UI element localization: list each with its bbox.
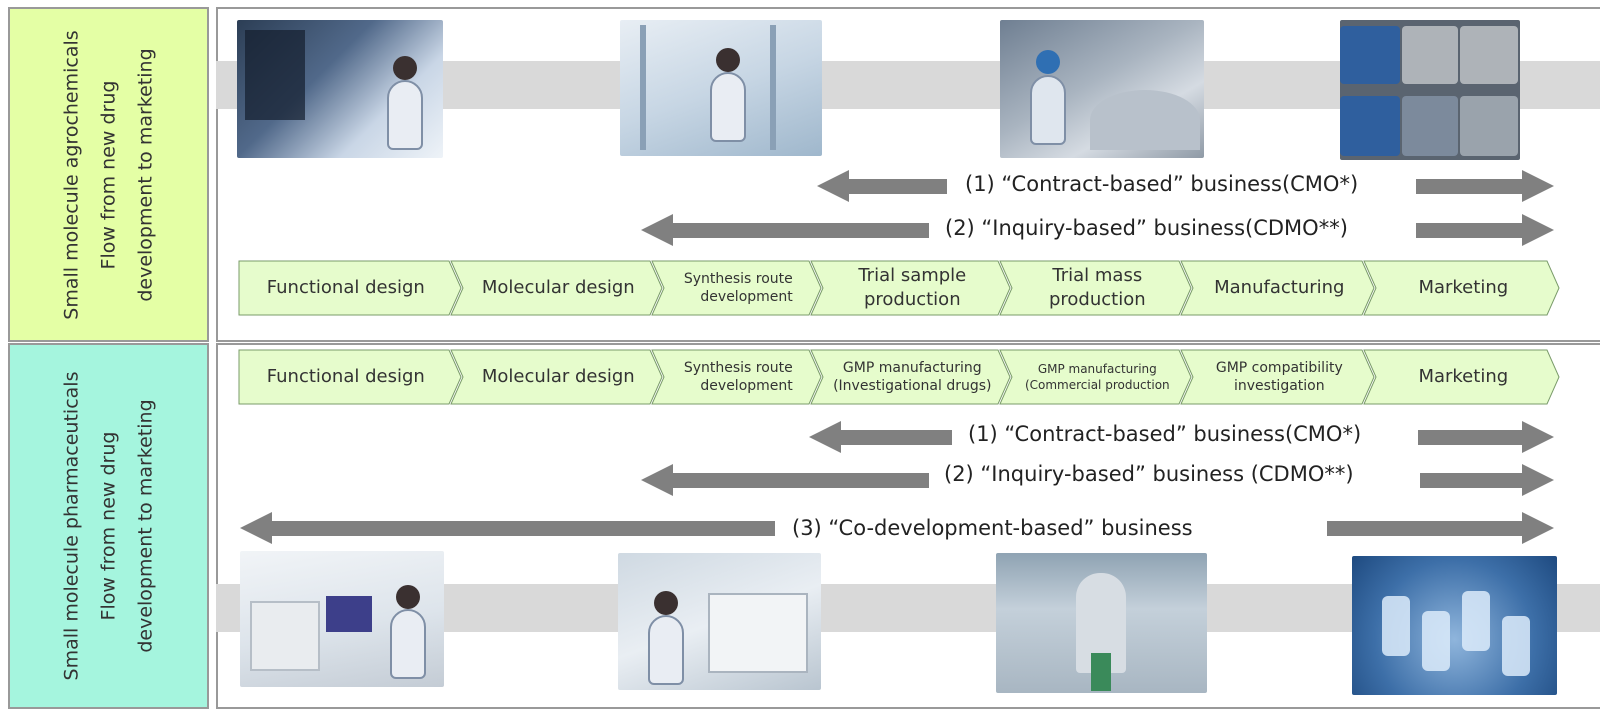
pharmaceuticals-label-line2: Flow from new drug [97,431,119,621]
top-contract-arrow-right-shaft [1416,179,1524,194]
bottom-codevelopment-arrow-right-shaft [1327,521,1524,536]
pharma-step-7: Marketing [1376,349,1551,405]
agrochemicals-label-line1: Small molecule agrochemicals [60,29,82,320]
agro-chevron-shapes [238,260,1560,316]
pharma-step-4: GMP manufacturing (Investigational drugs) [823,349,1002,405]
agro-step-shape-1 [238,260,462,316]
top-inquiry-business-label: (2) “Inquiry-based” business(CDMO**) [945,216,1348,240]
bottom-codevelopment-arrow-right-head [1522,512,1554,544]
bottom-contract-arrow-left-head [809,421,841,453]
agro-step-7: Marketing [1376,260,1551,316]
bottom-contract-arrow-right-head [1522,421,1554,453]
top-inquiry-arrow-right-shaft [1416,223,1524,238]
top-inquiry-arrow-right-head [1522,214,1554,246]
pharma-step-6-line1: GMP compatibility [1215,360,1343,376]
agro-step-4-line2: production [863,289,961,310]
bottom-codevelopment-business-label: (3) “Co-development-based” business [792,516,1193,540]
bottom-codevelopment-arrow-left-head [240,512,272,544]
pharmaceuticals-process-flow: Functional design Molecular design Synthes… [238,349,1560,405]
agro-step-5-line1: Trial mass [1052,265,1143,286]
agrochemicals-section-label: Small molecule agrochemicals Flow from n… [8,7,209,342]
pharmaceuticals-label-line1: Small molecule pharmaceuticals [60,371,82,681]
pharma-step-4-line1: GMP manufacturing [842,360,982,376]
bottom-inquiry-arrow-right-shaft [1420,473,1524,488]
agro-step-shape-3 [651,260,822,316]
agrochemicals-label-line2: Flow from new drug [97,80,119,269]
pharma-step-shape-1 [238,349,462,405]
agro-step-2: Molecular design [463,260,654,316]
pharmaceuticals-label-line3: development to marketing [134,399,156,653]
bottom-contract-business-label: (1) “Contract-based” business(CMO*) [968,422,1362,446]
top-inquiry-arrow-left-head [641,214,673,246]
pharmaceuticals-label-text: Small molecule pharmaceuticals Flow from… [53,372,164,681]
bottom-inquiry-arrow-right-head [1522,464,1554,496]
agro-step-6: Manufacturing [1193,260,1366,316]
pharma-chevron-shapes [238,349,1560,405]
pharma-step-3: Synthesis route development [664,349,813,405]
agro-step-shape-4 [810,260,1011,316]
pharma-step-6-line2: investigation [1233,378,1325,394]
agrochemicals-process-flow: Functional design Molecular design Synthes… [238,260,1560,316]
pharma-step-2-line1: Molecular design [481,366,635,387]
pharma-step-3-line2: development [700,378,793,394]
drums-photo [1340,20,1520,160]
agro-step-6-line1: Manufacturing [1214,277,1345,298]
bottom-inquiry-arrow-left-shaft [671,473,929,488]
pharma-step-shape-6 [1180,349,1375,405]
production-plant-photo [996,553,1207,693]
agro-step-7-line1: Marketing [1418,277,1509,298]
laboratory-photo [620,20,822,156]
bottom-contract-arrow-right-shaft [1418,430,1524,445]
agro-step-shape-5 [999,260,1192,316]
agro-step-4: Trial sample production [823,260,1002,316]
pharma-step-7-line1: Marketing [1418,366,1509,387]
pharma-step-shape-5 [999,349,1192,405]
agro-step-4-line1: Trial sample [858,265,967,286]
pharma-step-2: Molecular design [463,349,654,405]
agro-step-3-line2: development [700,289,793,305]
control-room-photo [237,20,443,158]
analysis-lab-photo [240,551,444,687]
agro-step-2-line1: Molecular design [481,277,635,298]
pharma-step-1-line1: Functional design [266,366,425,387]
pharma-step-6: GMP compatibility investigation [1193,349,1366,405]
agro-step-1: Functional design [239,260,453,316]
agro-step-1-line1: Functional design [266,277,425,298]
top-contract-arrow-left-shaft [847,179,947,194]
agro-step-3: Synthesis route development [664,260,813,316]
pharma-step-1: Functional design [239,349,453,405]
agro-step-shape-7 [1363,260,1560,316]
agro-step-shape-6 [1180,260,1375,316]
pharma-step-shape-4 [810,349,1011,405]
reactor-photo [1000,20,1204,158]
agro-step-shape-2 [450,260,663,316]
agro-step-5-line2: production [1048,289,1146,310]
agrochemicals-label-text: Small molecule agrochemicals Flow from n… [53,30,164,319]
bottom-inquiry-business-label: (2) “Inquiry-based” business (CDMO**) [944,462,1354,486]
pharma-step-4-line2: (Investigational drugs) [833,378,992,394]
agro-step-3-line1: Synthesis route [683,271,793,287]
bottom-inquiry-arrow-left-head [641,464,673,496]
top-contract-arrow-right-head [1522,170,1554,202]
pharma-step-5-line2: (Commercial production [1024,378,1170,392]
top-inquiry-arrow-left-shaft [671,223,929,238]
vials-photo [1352,556,1557,695]
top-contract-arrow-left-head [817,170,849,202]
pharma-step-3-line1: Synthesis route [683,360,793,376]
instrument-photo [618,553,821,690]
top-contract-business-label: (1) “Contract-based” business(CMO*) [965,172,1359,196]
pharma-step-5-line1: GMP manufacturing [1037,362,1157,376]
agrochemicals-label-line3: development to marketing [134,47,156,302]
pharmaceuticals-section-label: Small molecule pharmaceuticals Flow from… [8,343,209,709]
pharma-step-shape-2 [450,349,663,405]
pharma-step-5: GMP manufacturing (Commercial production [1012,349,1183,405]
agro-step-5: Trial mass production [1012,260,1183,316]
bottom-codevelopment-arrow-left-shaft [270,521,775,536]
pharma-step-shape-3 [651,349,822,405]
bottom-contract-arrow-left-shaft [839,430,952,445]
pharma-step-shape-7 [1363,349,1560,405]
